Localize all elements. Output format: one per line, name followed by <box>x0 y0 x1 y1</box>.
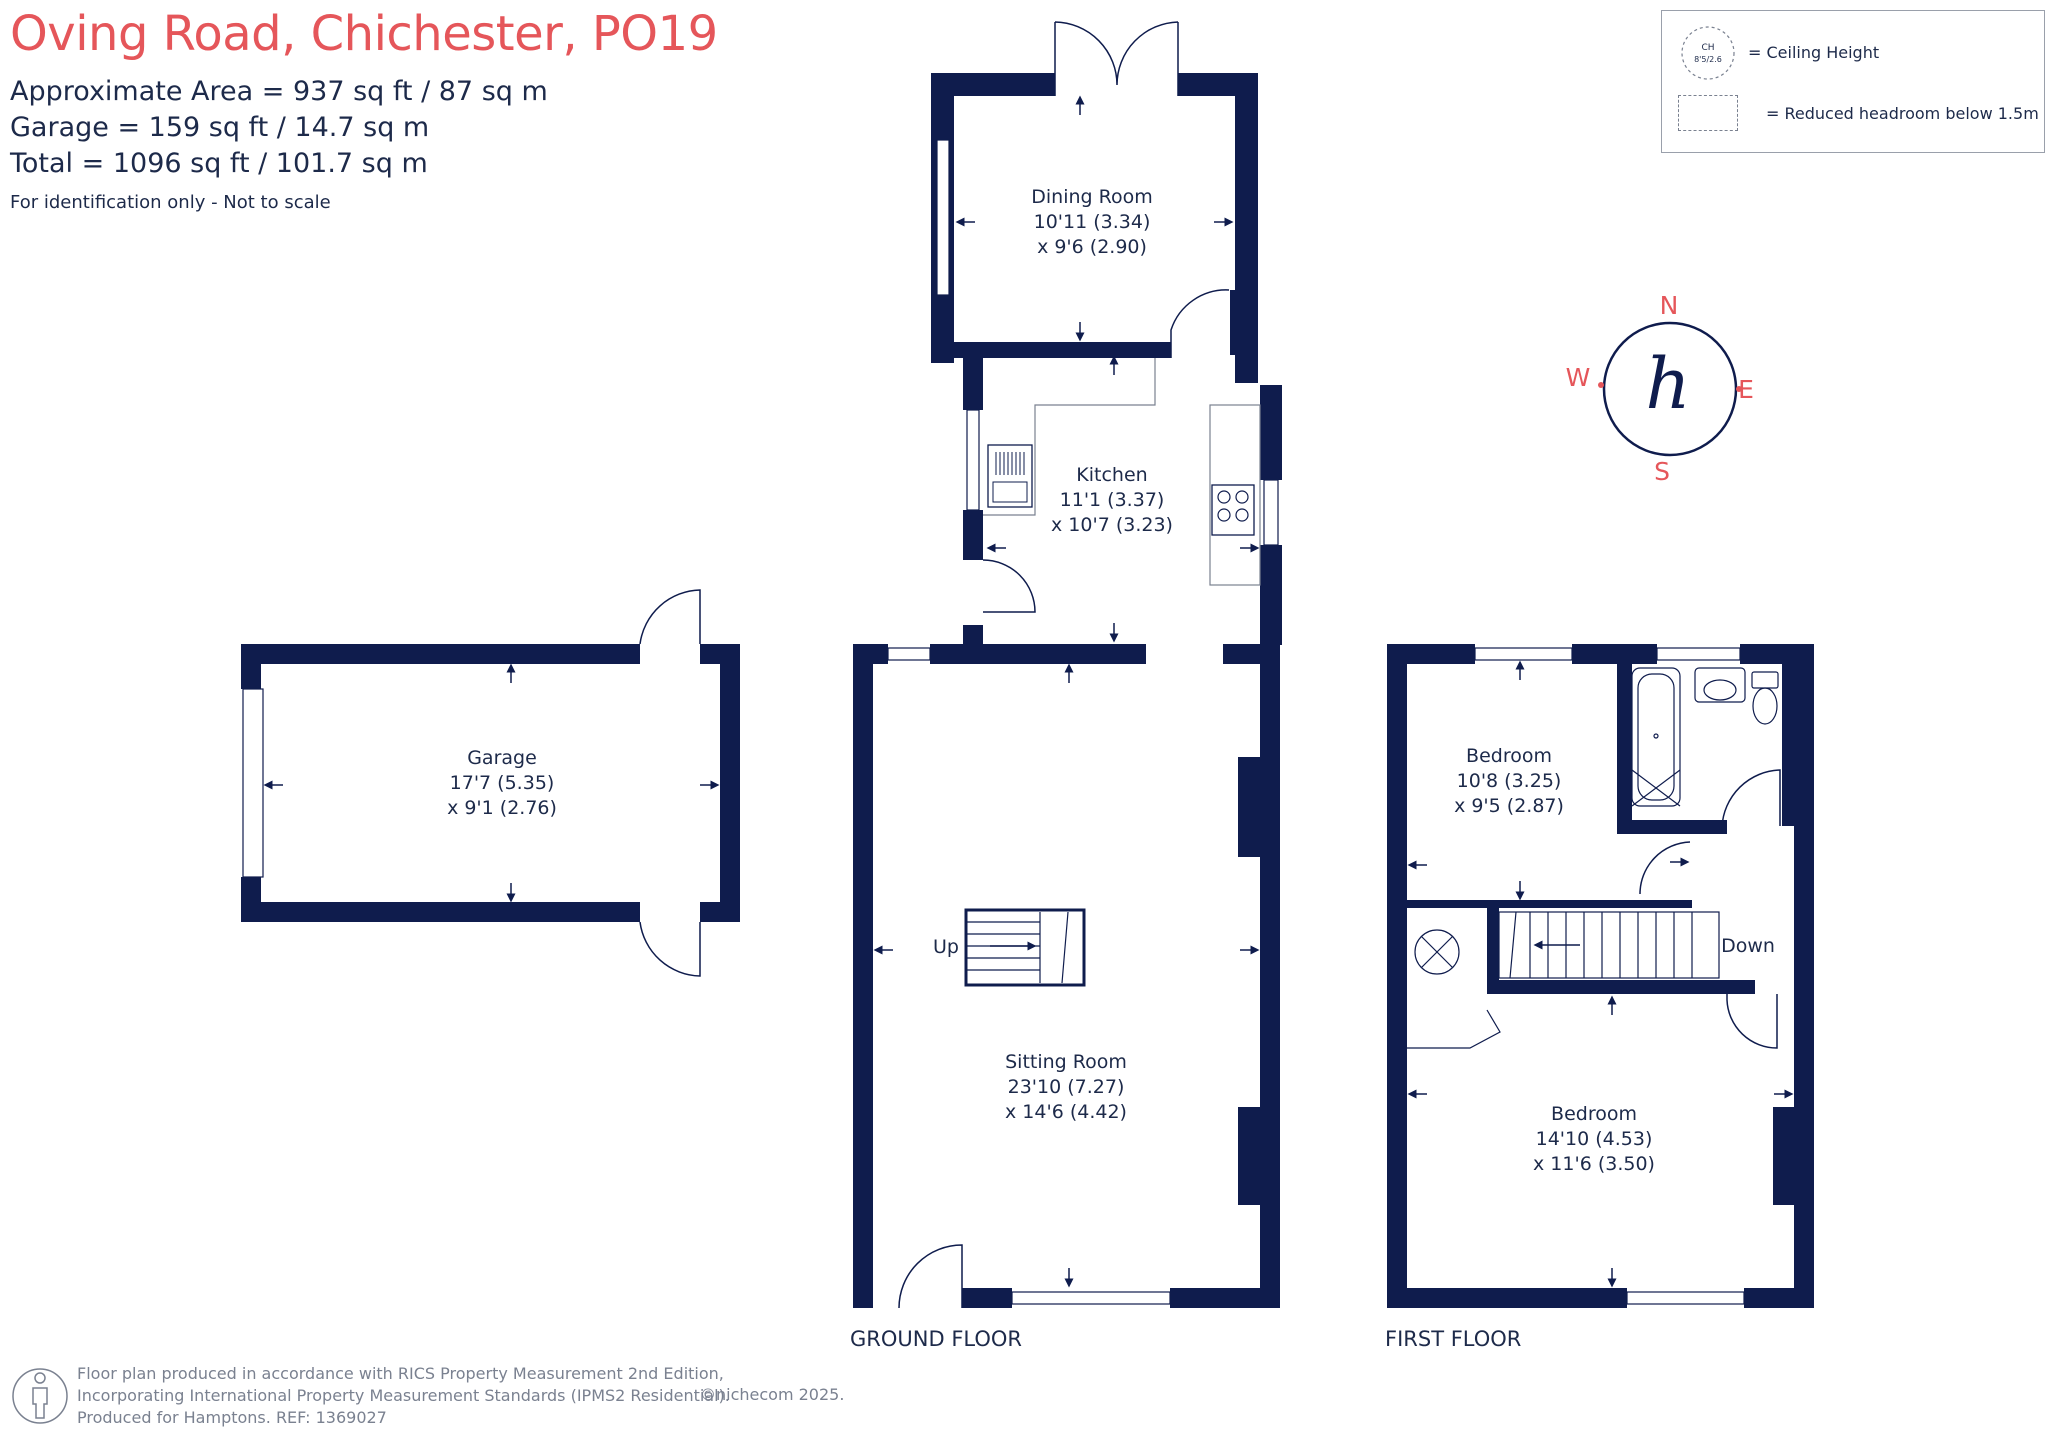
compass-south: S <box>1654 457 1670 486</box>
person-icon <box>12 1368 68 1424</box>
dining-window <box>936 139 950 296</box>
kitchen-window-west <box>966 409 980 511</box>
first-floor <box>1387 644 1814 1308</box>
cylinder-icon <box>1414 929 1460 975</box>
ceiling-symbol-bottom: 8'5/2.6 <box>1694 55 1722 64</box>
bedroom2-dim1: 14'10 (4.53) <box>1536 1128 1653 1150</box>
stairs-up <box>964 908 1086 987</box>
sink-icon <box>987 444 1033 508</box>
first-floor-label: FIRST FLOOR <box>1385 1327 1521 1351</box>
copyright: ©nichecom 2025. <box>700 1385 845 1404</box>
brand-logo-icon: h <box>1645 343 1690 425</box>
reduced-headroom-label: = Reduced headroom below 1.5m <box>1766 104 2039 123</box>
disclaimer: For identification only - Not to scale <box>10 192 331 213</box>
sitting-window-south <box>1011 1291 1171 1305</box>
toilet-icon <box>1751 671 1779 689</box>
legend-box: CH 8'5/2.6 = Ceiling Height = Reduced he… <box>1661 10 2045 153</box>
dining-room-dim2: x 9'6 (2.90) <box>1037 236 1147 258</box>
compass-north: N <box>1660 291 1679 320</box>
dining-room-name: Dining Room <box>1031 186 1152 208</box>
ceiling-symbol-top: CH <box>1701 43 1714 53</box>
sitting-room <box>853 625 1280 1308</box>
sitting-room-dim2: x 14'6 (4.42) <box>1005 1101 1127 1123</box>
ground-floor-label: GROUND FLOOR <box>850 1327 1022 1351</box>
kitchen-dim1: 11'1 (3.37) <box>1060 489 1165 511</box>
bedroom1-name: Bedroom <box>1466 745 1552 767</box>
footer-credits: Floor plan produced in accordance with R… <box>77 1363 730 1429</box>
kitchen-dim2: x 10'7 (3.23) <box>1051 514 1173 536</box>
french-doors <box>1054 21 1179 96</box>
compass-west: W <box>1566 363 1591 392</box>
bedroom2-window <box>1626 1291 1745 1305</box>
garage-door <box>242 688 264 878</box>
total-area: Total = 1096 sq ft / 101.7 sq m <box>10 148 428 179</box>
kitchen-worktop <box>1209 404 1261 586</box>
garage <box>241 644 740 922</box>
stairs-up-label: Up <box>933 936 959 958</box>
ceiling-height-label: = Ceiling Height <box>1748 43 1880 62</box>
basin-icon <box>1694 667 1746 703</box>
bedroom1-window <box>1474 647 1573 661</box>
bathroom <box>1631 667 1779 807</box>
bathroom-window <box>1656 647 1741 661</box>
hob-icon <box>1211 484 1255 536</box>
bedroom2-name: Bedroom <box>1551 1103 1637 1125</box>
stairs-down-label: Down <box>1721 935 1775 957</box>
footer-line3: Produced for Hamptons. REF: 1369027 <box>77 1408 387 1427</box>
garage-dim1: 17'7 (5.35) <box>450 772 555 794</box>
sitting-window-north <box>887 647 931 661</box>
compass: N E S W h <box>1566 291 1754 486</box>
bedroom1-dim2: x 9'5 (2.87) <box>1454 795 1564 817</box>
front-door <box>898 1244 963 1309</box>
approx-area: Approximate Area = 937 sq ft / 87 sq m <box>10 76 548 107</box>
garage-dim2: x 9'1 (2.76) <box>447 797 557 819</box>
kitchen-window-east <box>1263 479 1279 546</box>
garage-area: Garage = 159 sq ft / 14.7 sq m <box>10 112 430 143</box>
sitting-room-dim1: 23'10 (7.27) <box>1008 1076 1125 1098</box>
kitchen-name: Kitchen <box>1076 464 1147 486</box>
dining-room-dim1: 10'11 (3.34) <box>1034 211 1151 233</box>
reduced-headroom-icon <box>1678 95 1738 131</box>
compass-east: E <box>1738 375 1754 404</box>
stairs-down <box>1498 911 1720 979</box>
footer-line1: Floor plan produced in accordance with R… <box>77 1364 724 1383</box>
ceiling-height-icon: CH 8'5/2.6 <box>1681 26 1735 80</box>
cupboard <box>1407 929 1501 1049</box>
sitting-room-name: Sitting Room <box>1005 1051 1127 1073</box>
footer-line2: Incorporating International Property Mea… <box>77 1386 730 1405</box>
bedroom1-dim1: 10'8 (3.25) <box>1457 770 1562 792</box>
bedroom2-dim2: x 11'6 (3.50) <box>1533 1153 1655 1175</box>
property-title: Oving Road, Chichester, PO19 <box>10 6 718 62</box>
garage-name: Garage <box>467 747 537 769</box>
